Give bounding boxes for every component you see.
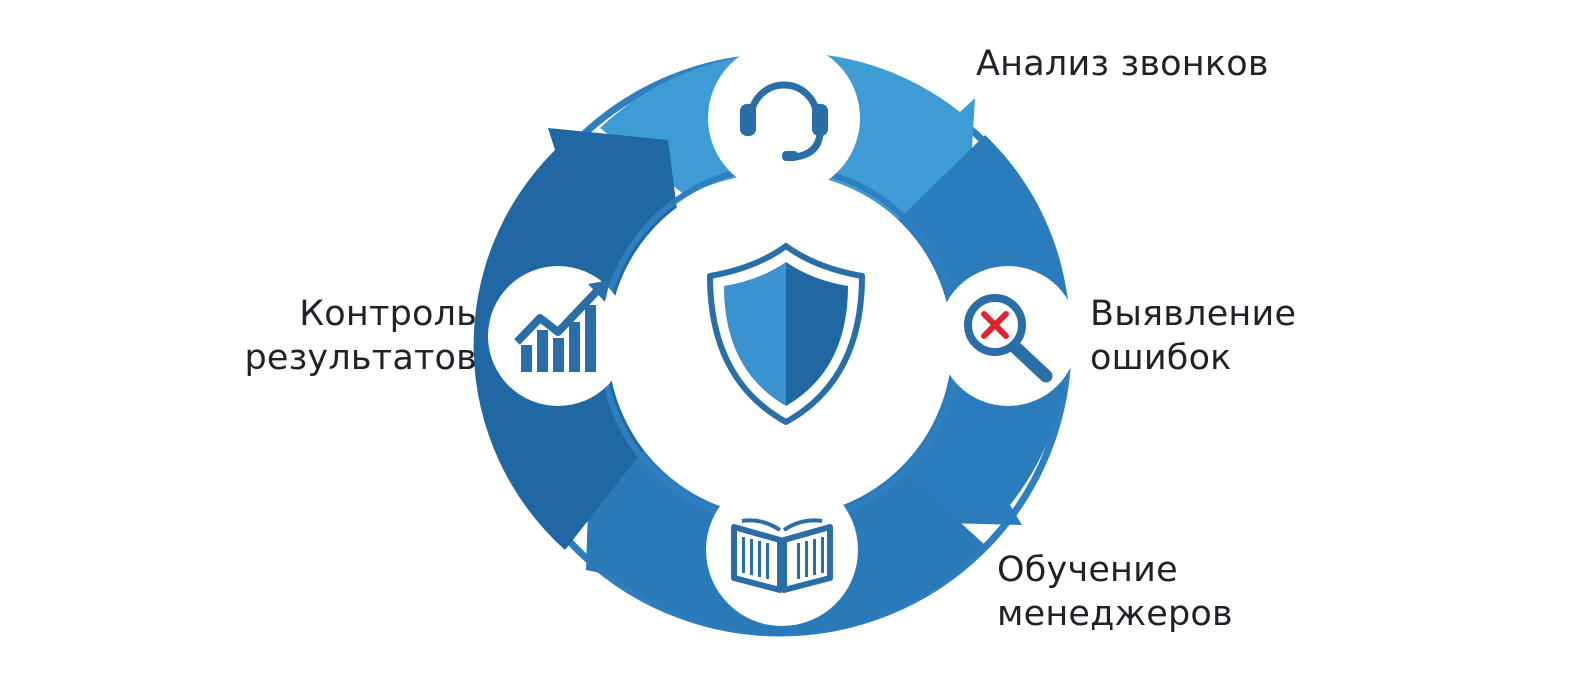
step-label-line: ошибок [1090, 338, 1232, 378]
growth-chart-icon [514, 280, 610, 372]
step-label-call-analysis: Анализ звонков [976, 42, 1269, 86]
step-label-line: Анализ звонков [976, 44, 1269, 84]
step-label-manager-training: Обучение менеджеров [997, 548, 1233, 636]
step-label-results-control: Контроль результатов [244, 292, 477, 380]
shield-icon [707, 243, 865, 425]
step-label-line: Выявление [1090, 294, 1297, 334]
step-label-line: результатов [244, 338, 477, 378]
headset-icon [740, 81, 828, 161]
icon-disc-top [708, 42, 860, 194]
step-label-line: менеджеров [997, 594, 1233, 634]
magnifier-error-icon [964, 294, 1053, 383]
open-book-icon [731, 518, 833, 593]
step-label-line: Контроль [299, 294, 477, 334]
step-label-error-detection: Выявление ошибок [1090, 292, 1296, 380]
step-label-line: Обучение [997, 550, 1178, 590]
